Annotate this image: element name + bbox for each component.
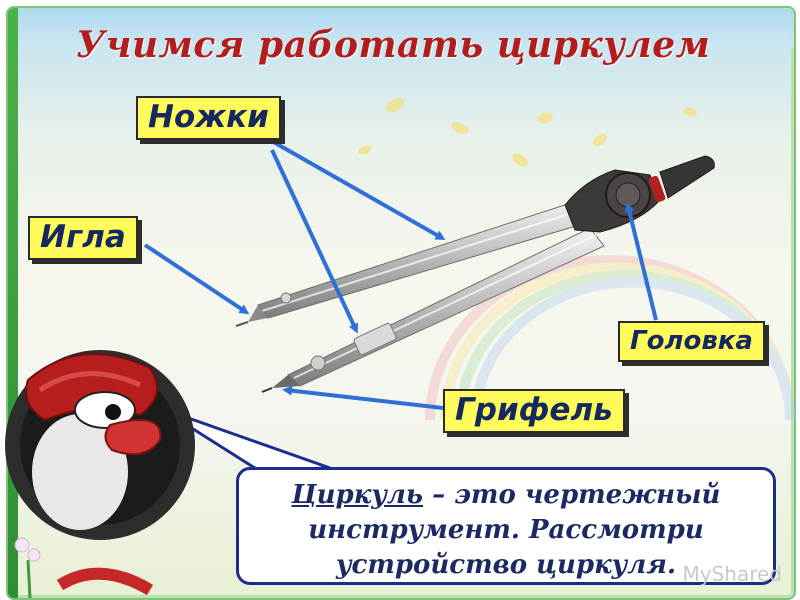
label-lead: Грифель <box>443 389 625 434</box>
label-legs: Ножки <box>136 96 281 141</box>
page-title: Учимся работать циркулем <box>76 24 711 66</box>
arrow-legs-to-upper-leg <box>269 138 446 240</box>
pointer-arrows <box>143 138 658 410</box>
speech-line-1-rest: – это чертежный <box>423 480 721 510</box>
left-green-bar <box>8 8 18 598</box>
speech-line-3: устройство циркуля. <box>335 550 677 581</box>
speech-line-2: инструмент. Рассмотри <box>308 515 704 546</box>
arrow-legs-to-lower-leg <box>270 149 358 334</box>
arrow-needle <box>143 243 250 315</box>
sky-band <box>8 8 794 48</box>
penguin-mascot-icon <box>5 350 195 596</box>
arrow-head <box>624 202 658 321</box>
speech-line-1: Циркуль – это чертежный <box>239 478 773 513</box>
label-head: Головка <box>618 321 765 362</box>
speech-bubble: Циркуль – это чертежный инструмент. Расс… <box>236 467 776 585</box>
drawing-compass-icon <box>235 155 715 393</box>
rainbow-decoration <box>425 255 795 421</box>
flower-decoration <box>14 537 41 599</box>
watermark: MyShared <box>682 562 782 586</box>
label-needle: Игла <box>28 216 138 261</box>
speech-term: Циркуль <box>291 480 424 510</box>
arrow-lead <box>282 385 444 410</box>
